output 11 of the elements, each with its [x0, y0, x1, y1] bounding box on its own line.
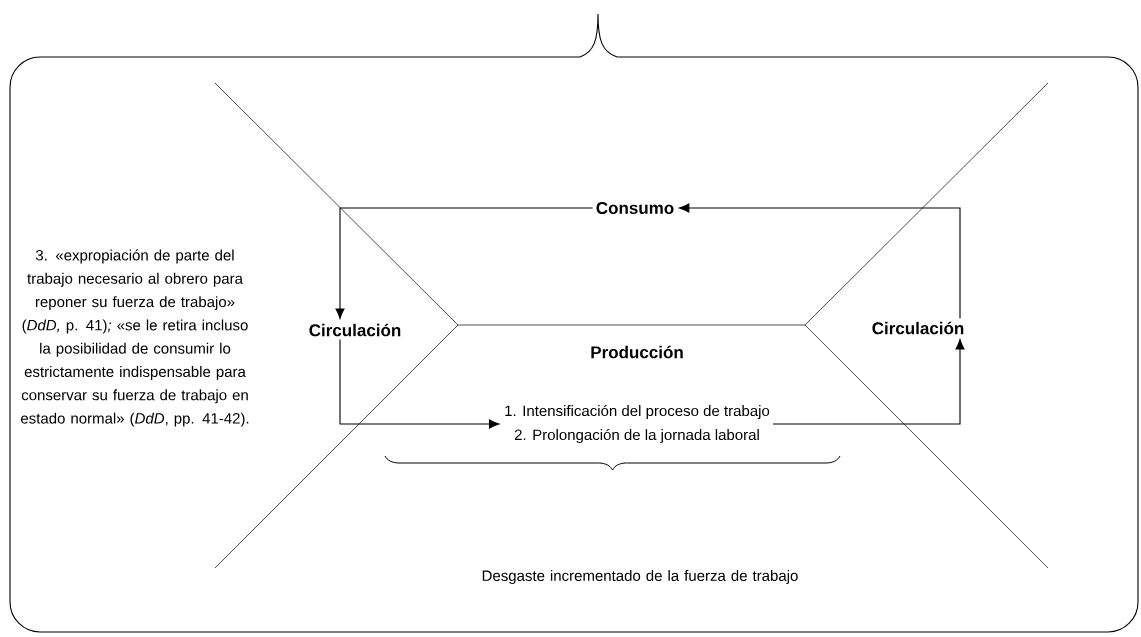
- note-text: Desgaste incrementado de la fuerza de trabajo: [482, 570, 798, 584]
- arrow: [339, 338, 500, 429]
- arrow: [335, 207, 594, 319]
- stage-label: Consumo: [596, 202, 674, 214]
- arrow: [678, 203, 961, 320]
- stage-label: Circulación: [872, 321, 964, 335]
- note-text: 3. «expropiación de parte del trabajo necesario al obrero para reponer su fuerza de trabajo» (DdD, p. 41); «se le retira incluso la posibilidad de consumir lo estrictamente indispensable para conservar su fuerza de trabajo en estado normal» (DdD, pp. 41-42).: [21, 249, 249, 427]
- stage-label: Producción: [591, 345, 683, 359]
- stage-label: Circulación: [309, 323, 401, 337]
- arrow: [772, 339, 965, 425]
- list-text: 1. Intensificación del proceso de trabajo 2. Prolongación de la jornada laboral: [505, 404, 770, 444]
